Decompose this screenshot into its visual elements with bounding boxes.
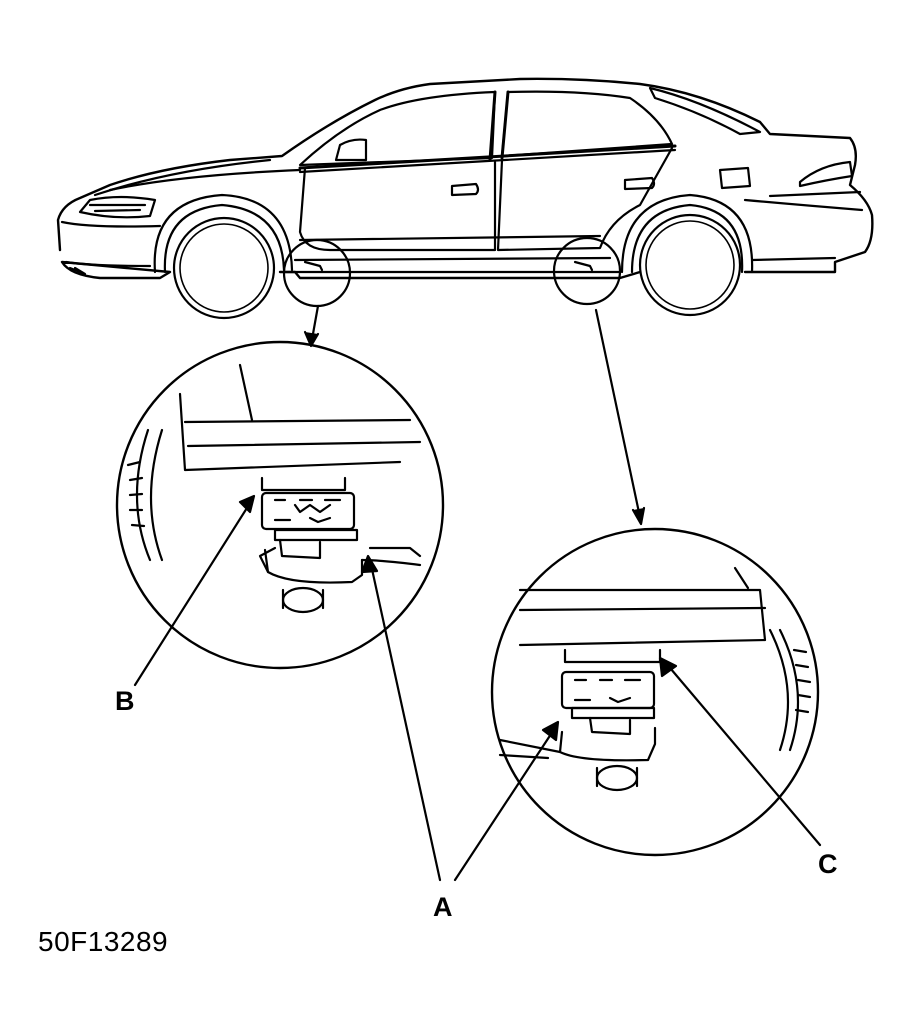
label-b-leader <box>135 500 252 685</box>
front-lift-point-detail <box>117 342 443 668</box>
front-window <box>300 92 495 165</box>
rear-wheel <box>640 215 740 315</box>
car-side-view <box>58 79 872 318</box>
rear-door <box>498 148 672 250</box>
rear-lift-point-detail <box>492 529 818 855</box>
rear-door-handle <box>625 178 654 189</box>
front-wheel-arch <box>155 195 292 272</box>
rear-detail-leader <box>596 310 641 522</box>
rear-lift-point-callout-circle <box>554 238 620 304</box>
figure-id: 50F13289 <box>38 926 169 957</box>
rear-window <box>502 92 672 156</box>
headlight <box>80 197 155 217</box>
label-c-leader <box>665 662 820 845</box>
side-mirror <box>336 140 366 160</box>
label-a: A <box>433 892 453 922</box>
front-door-handle <box>452 184 478 195</box>
label-a-leader-front <box>370 560 440 880</box>
fuel-door <box>720 168 750 188</box>
label-b: B <box>115 686 135 716</box>
rear-wheel-arch <box>622 195 752 272</box>
front-door <box>300 162 495 250</box>
tail-light <box>800 162 852 186</box>
front-wheel <box>174 218 274 318</box>
label-c: C <box>818 849 838 879</box>
label-a-leader-rear <box>455 728 555 880</box>
